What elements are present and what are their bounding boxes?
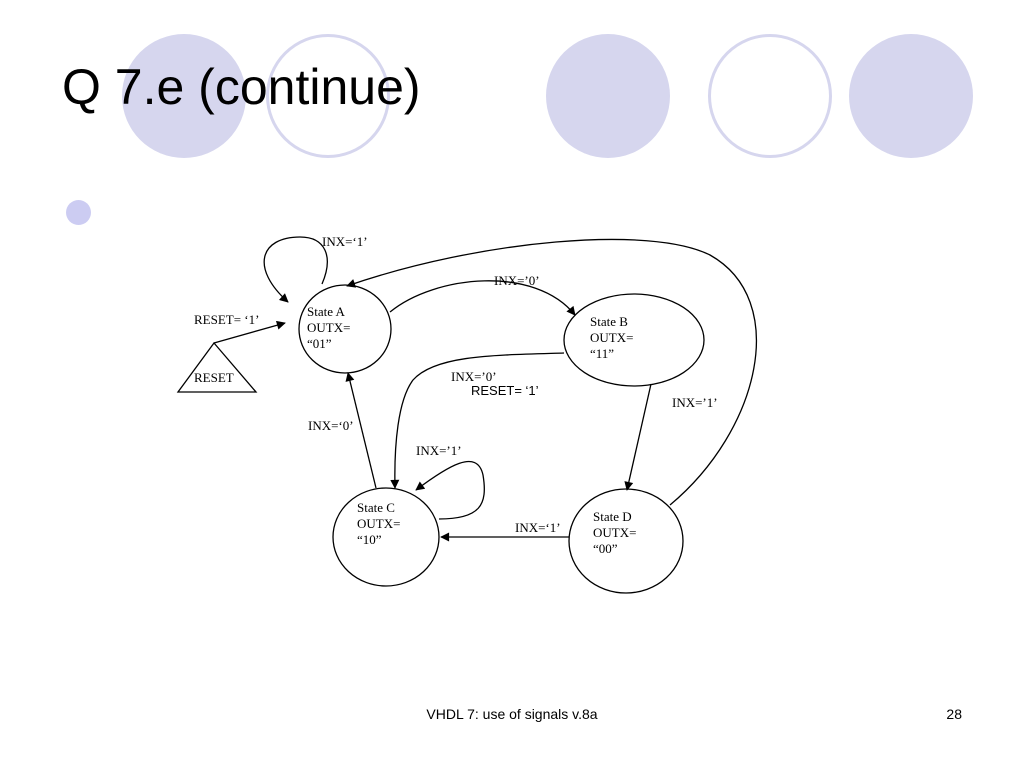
transition-a-self [263,236,328,303]
state-b: State B OUTX= “11” [563,293,705,387]
reset-block: RESET [176,341,258,393]
decorative-ring-2 [708,34,832,158]
transition-b-to-d [624,383,652,491]
label-c-self: INX=’1’ [416,443,462,458]
bullet-marker [66,200,91,225]
decorative-circle-2 [546,34,670,158]
state-b-output-value: “11” [590,346,614,361]
state-c-output-value: “10” [357,532,382,547]
state-d: State D OUTX= “00” [568,488,684,594]
transition-a-to-b [389,280,576,316]
state-d-output-label: OUTX= [593,525,636,540]
decorative-ring-1 [266,34,390,158]
state-b-output-label: OUTX= [590,330,633,345]
transition-b-to-c [390,352,565,489]
transition-c-to-a [345,372,377,489]
label-b-to-c-reset: RESET= ‘1’ [471,383,539,398]
decorative-circle-3 [849,34,973,158]
reset-block-label: RESET [194,370,234,385]
state-d-output-value: “00” [593,541,618,556]
state-a-output-label: OUTX= [307,320,350,335]
label-b-to-d: INX=’1’ [672,395,718,410]
decorative-circle-1 [122,34,246,158]
page-number: 28 [946,706,962,722]
label-d-to-c: INX=‘1’ [515,520,561,535]
footer-text: VHDL 7: use of signals v.8a [426,706,598,722]
state-c-name: State C [357,500,395,515]
transition-reset-to-a [213,320,286,344]
label-reset-to-a: RESET= ‘1’ [194,312,259,327]
label-b-to-c: INX=’0’ [451,369,497,384]
state-a-name: State A [307,304,346,319]
state-d-name: State D [593,509,632,524]
state-b-name: State B [590,314,628,329]
label-a-to-b: INX=’0’ [494,273,540,288]
state-c-output-label: OUTX= [357,516,400,531]
slide-title: Q 7.e (continue) [62,59,421,115]
label-c-to-a: INX=‘0’ [308,418,354,433]
state-c: State C OUTX= “10” [332,487,440,587]
transition-c-self [415,460,485,520]
state-a: State A OUTX= “01” [298,284,392,374]
state-a-output-value: “01” [307,336,332,351]
label-a-self: INX=‘1’ [322,234,368,249]
transition-d-to-a [346,238,757,506]
